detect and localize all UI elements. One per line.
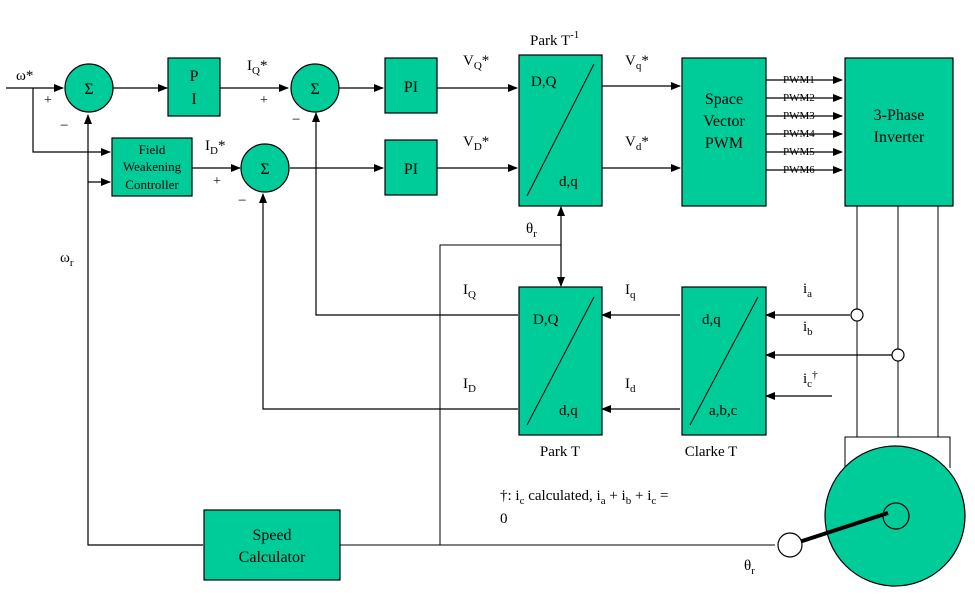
iq-feedback-label: IQ (463, 282, 476, 301)
clarke-block: d,q a,b,c (681, 286, 767, 436)
omega-r-label: ωr (60, 250, 74, 269)
svg-text:d,q: d,q (702, 312, 721, 328)
vq-stator-label: Vq* (625, 53, 649, 72)
svg-text:Calculator: Calculator (239, 549, 306, 566)
pwm-label: PWM2 (783, 92, 815, 104)
current-sensor-a-icon (850, 308, 864, 322)
current-sensor-b-icon (891, 348, 905, 362)
pi-d-block: PI (384, 139, 438, 196)
park-title: Park T (540, 444, 580, 460)
pwm-labels: PWM1 PWM2 PWM3 PWM4 PWM5 PWM6 (783, 74, 815, 176)
svg-text:Σ: Σ (310, 81, 319, 98)
motor (777, 445, 966, 587)
svg-text:Field: Field (139, 142, 166, 157)
pi-speed-block: P I (167, 57, 221, 117)
ib-label: ib (803, 319, 813, 338)
svg-text:D,Q: D,Q (531, 74, 557, 90)
svg-text:PWM: PWM (705, 135, 743, 152)
id-ref-label: ID* (205, 138, 225, 157)
pwm-label: PWM5 (783, 146, 815, 158)
ic-label: ic† (803, 369, 818, 390)
pi-q-block: PI (384, 57, 438, 114)
vd-stator-label: Vd* (625, 134, 649, 153)
clarke-title: Clarke T (685, 444, 738, 460)
svg-text:P: P (190, 68, 199, 85)
svg-text:PI: PI (404, 79, 418, 96)
footnote-line1: †: ic calculated, ia + ib + ic = (500, 488, 668, 507)
svg-text:Space: Space (705, 91, 743, 108)
sum-iq-minus: − (292, 112, 300, 128)
sum-junction-id: Σ (240, 143, 290, 193)
sum-iq-plus: + (260, 93, 268, 108)
sum-id-plus: + (213, 174, 221, 189)
omega-ref-label: ω* (16, 68, 33, 84)
signal-wires (6, 76, 951, 546)
sum-speed-minus: − (60, 118, 68, 134)
svg-text:Weakening: Weakening (123, 159, 182, 174)
sum-id-minus: − (238, 193, 246, 209)
svg-text:D,Q: D,Q (533, 312, 559, 328)
iq-clarke-label: Iq (625, 282, 636, 301)
svg-text:d,q: d,q (559, 174, 578, 190)
theta-r-label-top: θr (526, 221, 537, 240)
vq-ref-label: VQ* (463, 53, 489, 72)
svg-text:a,b,c: a,b,c (709, 403, 738, 419)
inverter-block: 3-Phase Inverter (844, 57, 954, 207)
id-feedback-label: ID (463, 376, 476, 395)
svg-text:Inverter: Inverter (874, 129, 925, 146)
id-clarke-label: Id (625, 376, 636, 395)
pwm-label: PWM6 (783, 164, 815, 176)
svg-text:Σ: Σ (84, 81, 93, 98)
footnote-line2: 0 (500, 511, 508, 527)
pwm-label: PWM4 (783, 128, 815, 140)
sum-junction-speed: Σ (64, 63, 114, 113)
svg-text:Controller: Controller (125, 177, 179, 192)
svg-text:I: I (191, 91, 196, 108)
svg-text:Vector: Vector (703, 113, 745, 130)
park-block: D,Q d,q (518, 286, 603, 436)
sum-junction-iq: Σ (290, 63, 340, 113)
encoder-icon (777, 532, 803, 558)
svg-text:Σ: Σ (260, 161, 269, 178)
field-weakening-block: Field Weakening Controller (111, 137, 193, 197)
svpwm-block: Space Vector PWM (681, 57, 767, 207)
theta-r-label-bottom: θr (744, 558, 755, 577)
sum-speed-plus: + (44, 93, 52, 108)
pwm-label: PWM3 (783, 110, 815, 122)
vd-ref-label: VD* (463, 134, 489, 153)
svg-text:3-Phase: 3-Phase (874, 107, 925, 124)
svg-text:d,q: d,q (559, 403, 578, 419)
iq-ref-label: IQ* (247, 58, 267, 77)
speed-calculator-block: Speed Calculator (203, 509, 341, 581)
svg-text:Speed: Speed (252, 527, 291, 544)
ia-label: ia (803, 281, 812, 300)
pwm-label: PWM1 (783, 74, 815, 86)
inverse-park-block: D,Q d,q (518, 54, 603, 207)
svg-text:PI: PI (404, 161, 418, 178)
inverse-park-title: Park T-1 (530, 29, 579, 49)
